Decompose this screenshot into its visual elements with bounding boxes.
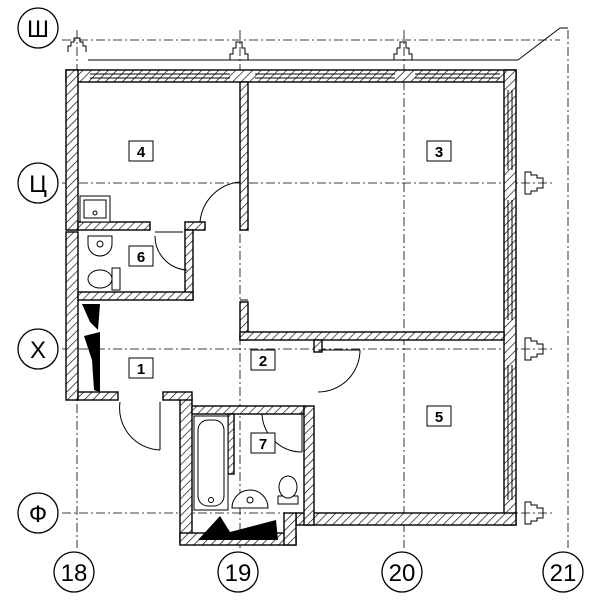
room-tag-5: 5 — [426, 405, 452, 427]
grid-row-kh-label: Х — [30, 337, 46, 364]
room-tag-4: 4 — [128, 140, 154, 162]
room-number-1: 1 — [137, 361, 145, 378]
room-tag-1: 1 — [128, 357, 154, 379]
grid-col-20: 20 — [381, 551, 423, 593]
room-tag-6: 6 — [128, 245, 154, 267]
grid-row-sh: Ш — [17, 7, 59, 49]
room-tag-3: 3 — [426, 140, 452, 162]
grid-col-18-label: 18 — [61, 560, 88, 587]
room-number-2: 2 — [259, 353, 267, 370]
room-number-5: 5 — [435, 409, 443, 426]
room-number-3: 3 — [435, 144, 443, 161]
grid-col-21-label: 21 — [550, 560, 577, 587]
room-number-7: 7 — [259, 436, 267, 453]
grid-row-ts-label: Ц — [29, 171, 47, 198]
grid-row-f: Ф — [17, 492, 59, 534]
grid-col-20-label: 20 — [389, 560, 416, 587]
grid-lines — [62, 30, 569, 548]
room-tag-7: 7 — [250, 432, 276, 454]
grid-col-18: 18 — [53, 551, 95, 593]
room-tag-2: 2 — [250, 349, 276, 371]
windows — [90, 73, 513, 500]
grid-row-sh-label: Ш — [27, 16, 49, 43]
grid-row-f-label: Ф — [29, 501, 47, 528]
grid-row-kh: Х — [17, 328, 59, 370]
grid-col-19-label: 19 — [225, 560, 252, 587]
room-number-6: 6 — [137, 249, 145, 266]
column-markers — [67, 27, 568, 525]
grid-row-ts: Ц — [17, 162, 59, 204]
grid-col-21: 21 — [542, 551, 584, 593]
fixtures — [79, 195, 299, 540]
room-number-4: 4 — [137, 144, 146, 161]
grid-col-19: 19 — [217, 551, 259, 593]
